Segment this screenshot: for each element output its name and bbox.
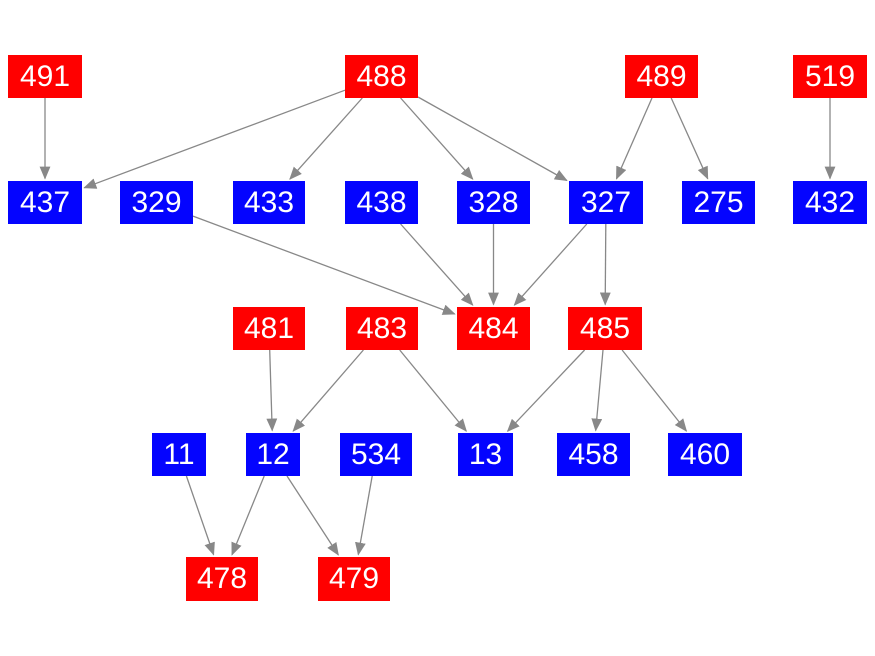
graph-node-485: 485: [568, 307, 642, 350]
graph-node-275: 275: [682, 181, 755, 224]
graph-node-481: 481: [233, 307, 305, 350]
edge-12-478: [231, 475, 265, 556]
edge-485-13: [506, 349, 586, 432]
graph-node-491: 491: [8, 55, 82, 98]
graph-node-438: 438: [345, 181, 418, 224]
graph-node-534: 534: [340, 433, 412, 476]
edge-438-484: [400, 223, 474, 306]
edge-485-460: [621, 349, 688, 432]
graph-node-11: 11: [152, 433, 206, 476]
edge-327-485: [599, 223, 611, 306]
graph-node-478: 478: [186, 557, 258, 601]
graph-node-328: 328: [457, 181, 530, 224]
graph-node-433: 433: [233, 181, 305, 224]
edge-327-484: [513, 223, 588, 306]
graph-node-12: 12: [246, 433, 300, 476]
edge-488-327: [417, 96, 568, 182]
edge-485-458: [591, 349, 604, 432]
graph-node-13: 13: [458, 433, 513, 476]
graph-node-329: 329: [120, 181, 193, 224]
graph-node-484: 484: [457, 307, 530, 350]
graph-node-460: 460: [668, 433, 742, 476]
edge-329-484: [192, 215, 456, 315]
edge-488-433: [289, 97, 363, 180]
graph-node-489: 489: [625, 55, 698, 98]
edge-534-479: [355, 475, 373, 556]
edge-481-12: [266, 349, 278, 432]
edge-488-328: [400, 97, 474, 180]
graph-node-483: 483: [346, 307, 418, 350]
edge-489-275: [670, 97, 709, 180]
edge-483-12: [292, 349, 364, 432]
edge-483-13: [399, 349, 467, 432]
edge-11-478: [185, 475, 215, 556]
edge-489-327: [615, 97, 653, 180]
edge-488-437: [83, 89, 346, 189]
graph-node-488: 488: [345, 55, 418, 98]
edge-12-479: [286, 475, 339, 556]
graph-node-519: 519: [793, 55, 867, 98]
edge-group: [39, 89, 836, 556]
graph-node-327: 327: [569, 181, 643, 224]
graph-node-432: 432: [793, 181, 867, 224]
graph-node-458: 458: [557, 433, 630, 476]
graph-node-437: 437: [8, 181, 82, 224]
graph-node-479: 479: [318, 557, 390, 601]
